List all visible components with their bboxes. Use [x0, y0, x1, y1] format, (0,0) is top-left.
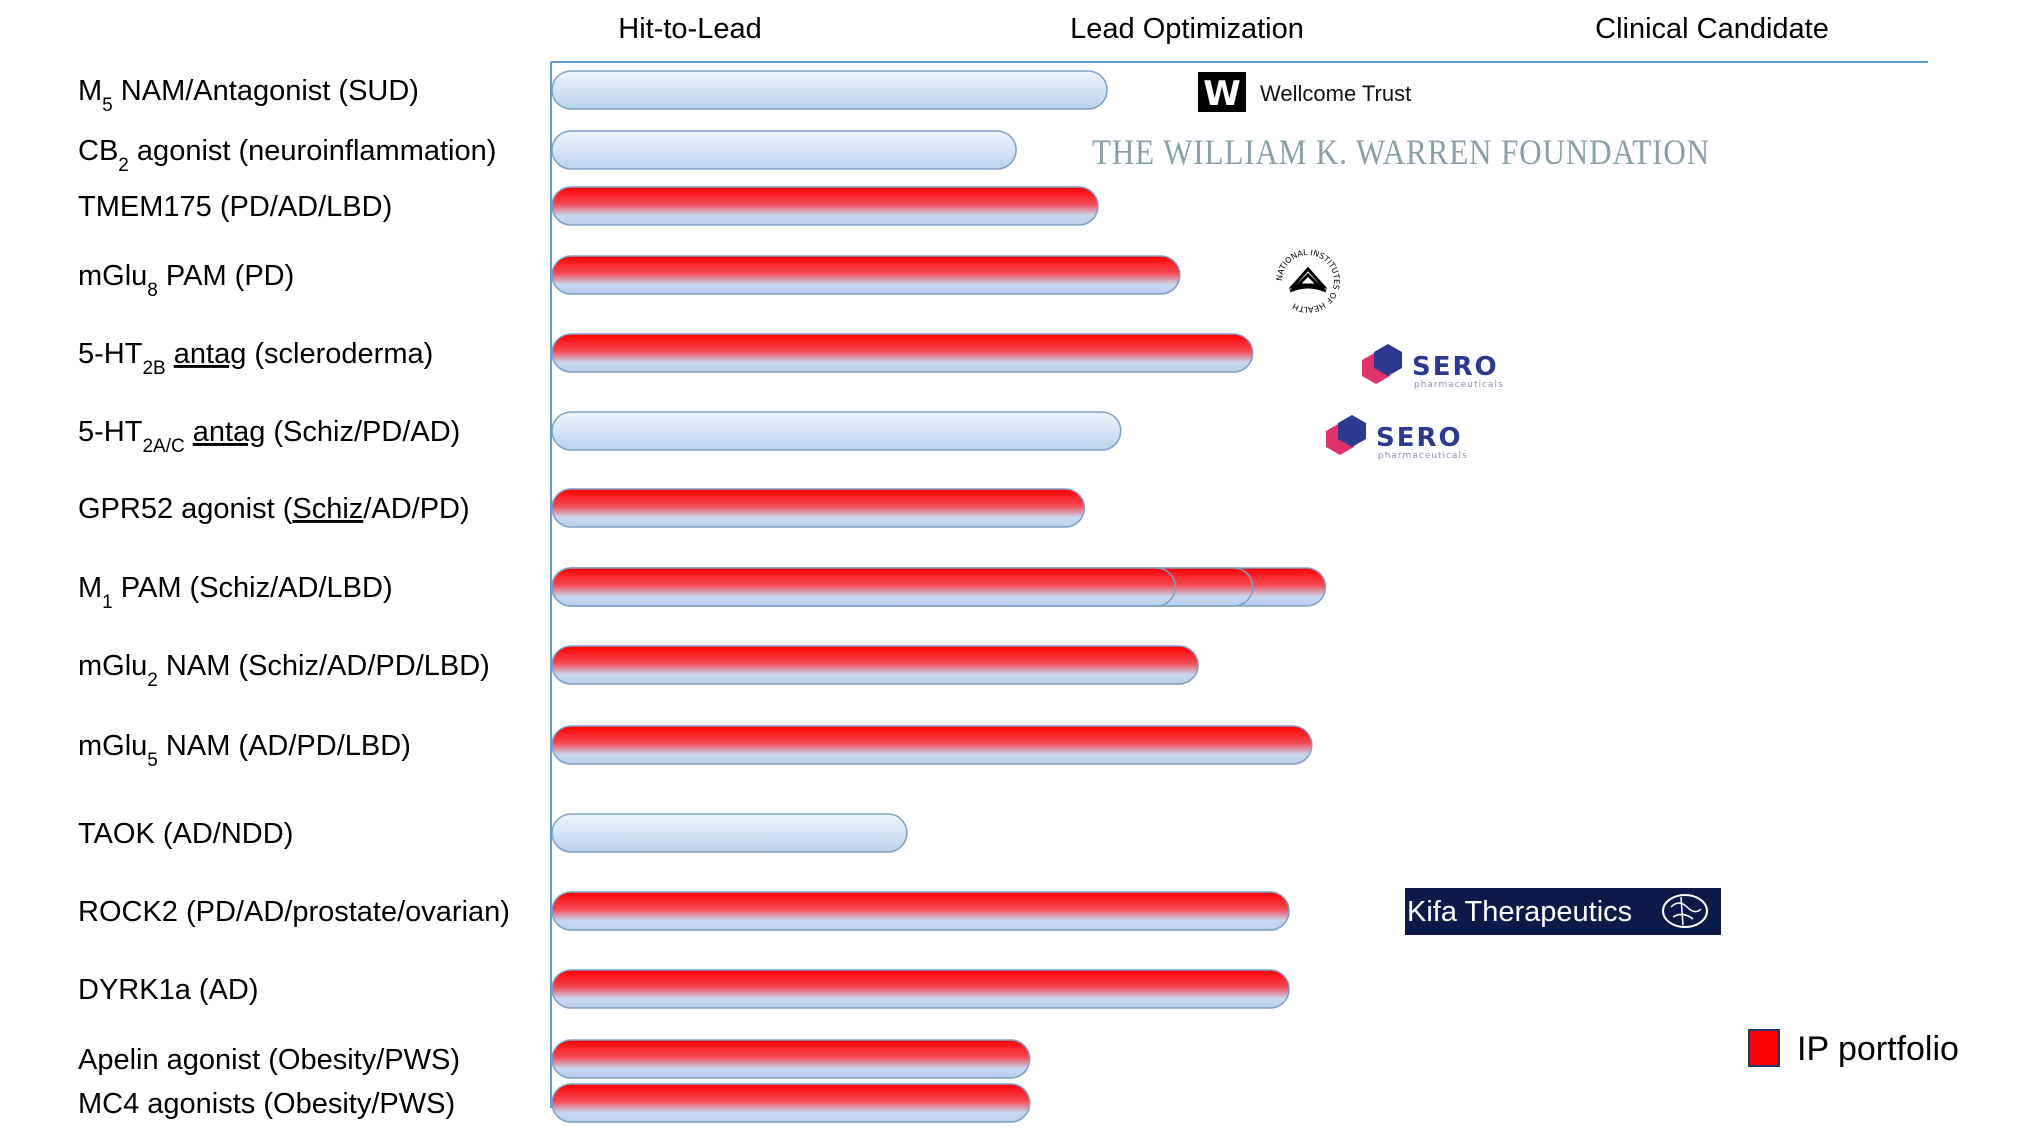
label-subscript: 8: [147, 280, 158, 301]
program-label: mGlu8​ PAM (PD): [78, 260, 294, 301]
program-label: 5-HT2A/C​ antag (Schiz/PD/AD): [78, 416, 460, 457]
program-label: TMEM175 (PD/AD/LBD): [78, 191, 392, 223]
legend-label-ip: IP portfolio: [1797, 1030, 1959, 1068]
program-bar: [551, 186, 1099, 226]
nih-ring-text: NATIONAL INSTITUTES OF HEALTH: [1275, 248, 1341, 314]
program-bar: [551, 1039, 1031, 1079]
sero-sub-1: pharmaceuticals: [1414, 380, 1504, 390]
phase-label-hit-to-lead: Hit-to-Lead: [618, 13, 761, 45]
phase-label-clinical-candidate: Clinical Candidate: [1595, 13, 1829, 45]
label-subscript: 5: [102, 95, 113, 116]
program-label: CB2​ agonist (neuroinflammation): [78, 135, 496, 176]
sero-cube-blue: [1374, 344, 1402, 376]
program-label: GPR52 agonist (Schiz/AD/PD): [78, 493, 470, 525]
program-bar: [551, 488, 1086, 528]
program-labels: M5​ NAM/Antagonist (SUD) CB2​ agonist (ne…: [78, 75, 510, 1120]
program-label: MC4 agonists (Obesity/PWS): [78, 1088, 455, 1120]
wellcome-mark-box: [1198, 72, 1246, 112]
sero-logo-1: SERO pharmaceuticals: [1362, 344, 1504, 390]
warren-foundation-logo: THE WILLIAM K. WARREN FOUNDATION: [1092, 132, 1710, 172]
sero-name-1: SERO: [1412, 352, 1499, 382]
label-subscript: 5: [147, 750, 158, 771]
program-label: ROCK2 (PD/AD/prostate/ovarian): [78, 896, 510, 928]
program-label: M5​ NAM/Antagonist (SUD): [78, 75, 419, 116]
kifa-therapeutics-logo: Kifa Therapeutics: [1405, 888, 1721, 935]
label-subscript: 2: [147, 670, 158, 691]
nih-logo: NATIONAL INSTITUTES OF HEALTH: [1275, 248, 1341, 314]
program-bar: [551, 1083, 1031, 1123]
phase-header: Hit-to-Lead Lead Optimization Clinical C…: [618, 13, 1829, 45]
label-subscript: 2A/C: [142, 436, 184, 457]
sero-sub-2: pharmaceuticals: [1378, 451, 1468, 461]
sero-logo-2: SERO pharmaceuticals: [1326, 415, 1468, 461]
program-bar: [551, 70, 1108, 110]
program-bar: [551, 813, 908, 853]
program-bar: [551, 725, 1313, 765]
label-spellcheck-word: antag: [193, 416, 266, 448]
kifa-background: [1405, 888, 1721, 935]
program-label: mGlu5​ NAM (AD/PD/LBD): [78, 730, 411, 771]
program-label: DYRK1a (AD): [78, 974, 259, 1006]
program-bar: [551, 333, 1254, 373]
kifa-name: Kifa Therapeutics: [1407, 896, 1632, 928]
brain-icon: [1662, 894, 1708, 928]
phase-label-lead-optimization: Lead Optimization: [1070, 13, 1304, 45]
label-subscript: 2: [118, 155, 129, 176]
program-label: 5-HT2B​ antag (scleroderma): [78, 338, 433, 379]
wellcome-name: Wellcome Trust: [1260, 81, 1411, 106]
program-bar: [551, 255, 1181, 295]
nih-emblem: [1288, 266, 1328, 289]
legend: IP portfolio: [1748, 1029, 1959, 1068]
label-subscript: 2B: [142, 358, 165, 379]
program-bar: [551, 645, 1199, 685]
program-bars: [551, 70, 1327, 1123]
program-label: mGlu2​ NAM (Schiz/AD/PD/LBD): [78, 650, 490, 691]
sero-cube-blue: [1338, 415, 1366, 447]
label-spellcheck-word: Schiz: [292, 493, 363, 525]
label-spellcheck-word: antag: [174, 338, 247, 370]
program-bar: [551, 130, 1017, 170]
program-bar-stacked: [551, 567, 1177, 607]
program-label: Apelin agonist (Obesity/PWS): [78, 1044, 460, 1076]
program-label: M1​ PAM (Schiz/AD/LBD): [78, 572, 393, 613]
program-bar: [551, 891, 1290, 931]
wellcome-mark: W: [1203, 74, 1241, 114]
label-subscript: 1: [102, 592, 113, 613]
sero-name-2: SERO: [1376, 423, 1463, 453]
program-bar: [551, 411, 1122, 451]
wellcome-trust-logo: W Wellcome Trust: [1198, 72, 1411, 114]
program-label: TAOK (AD/NDD): [78, 818, 293, 850]
legend-swatch-ip: [1748, 1029, 1780, 1067]
program-bar: [551, 969, 1290, 1009]
